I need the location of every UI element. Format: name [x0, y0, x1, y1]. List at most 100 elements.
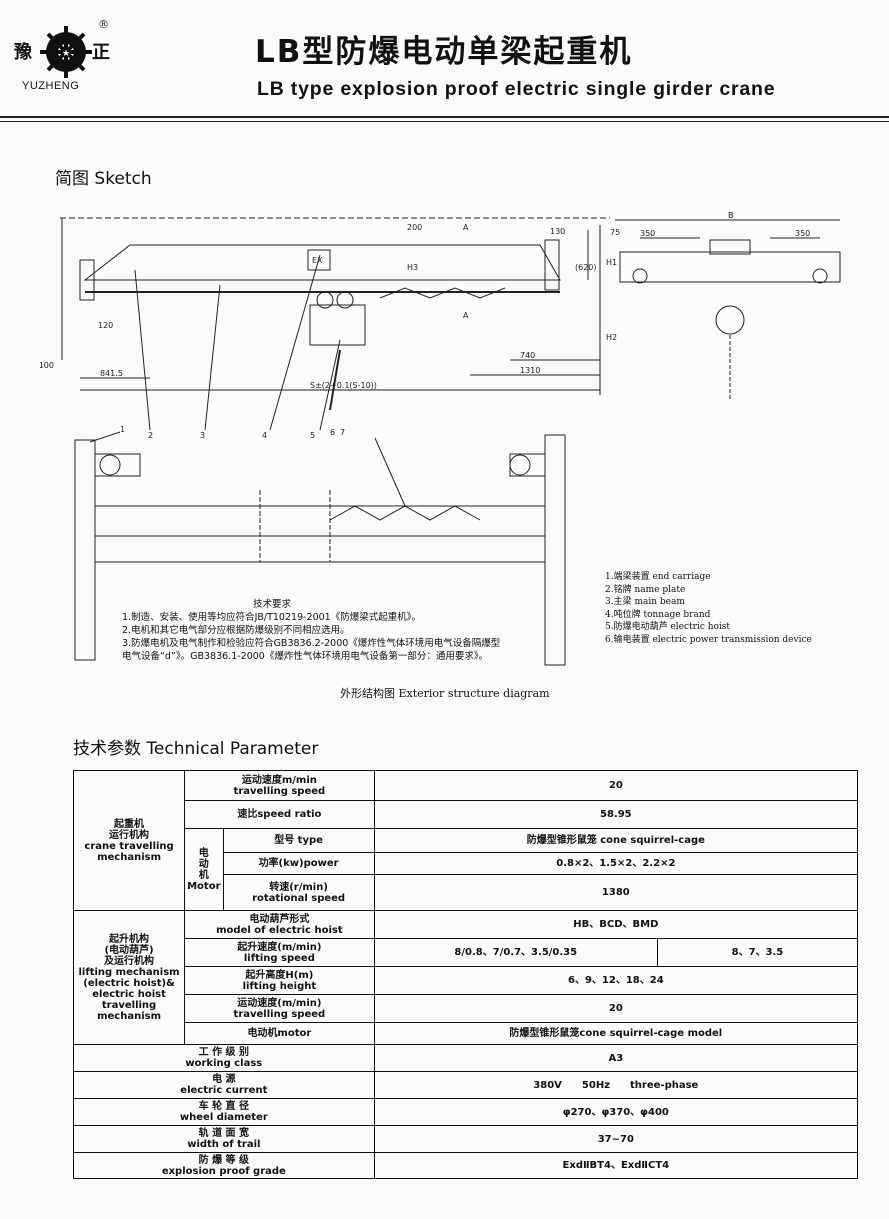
table-cell-text: 起升速度(m/min)	[237, 941, 322, 953]
table-cell-text: 58.95	[373, 800, 859, 829]
table-cell: 起升高度H(m)lifting height	[184, 966, 375, 995]
table-cell-text: 380V 50Hz three-phase	[373, 1071, 859, 1099]
table-cell-text: 起重机	[114, 818, 145, 830]
table-cell-text: (electric hoist)&	[83, 977, 175, 989]
section-a-bottom: A	[463, 311, 469, 320]
registered-mark: ®	[98, 18, 109, 31]
requirements-title: 技术要求	[252, 599, 291, 610]
sketch-heading: 简图 Sketch	[55, 169, 152, 189]
table-cell-text: mechanism	[97, 851, 161, 863]
table-cell-text: crane travelling	[84, 840, 174, 852]
table-cell-text: 动	[198, 858, 209, 870]
table-cell-text: travelling speed	[233, 785, 326, 797]
dim-b: B	[728, 211, 734, 220]
legend-item: 3.主梁 main beam	[605, 597, 685, 607]
callout-7: 7	[340, 428, 345, 437]
dim-740: 740	[520, 351, 535, 360]
table-cell-text: rotational speed	[252, 892, 346, 904]
table-cell-text: (电动葫芦)	[104, 944, 154, 956]
table-cell-text: 8/0.8、7/0.7、3.5/0.35	[373, 938, 658, 967]
table-cell-text: 运动速度m/min	[241, 774, 317, 786]
section-a-top: A	[463, 223, 469, 232]
ex-plate-label: EX	[312, 256, 323, 265]
table-cell-text: 工 作 级 别	[198, 1047, 250, 1058]
parts-legend: 1.端梁装置 end carriage 2.铭牌 name plate 3.主梁…	[605, 571, 812, 646]
title-chinese: LB型防爆电动单梁起重机	[255, 34, 633, 70]
table-cell-text: 8、7、3.5	[656, 938, 859, 967]
dim-75: 75	[610, 228, 620, 237]
table-cell-text: lifting height	[242, 980, 317, 992]
table-cell: 起升速度(m/min)lifting speed	[184, 938, 375, 967]
table-cell-text: 运动速度(m/min)	[237, 997, 322, 1009]
table-cell-text: electric hoist	[92, 988, 166, 1000]
table-cell-text: 20	[373, 770, 859, 801]
callout-1: 1	[120, 425, 125, 434]
table-cell-text: ExdⅡBT4、ExdⅡCT4	[373, 1152, 859, 1179]
requirement-item: 1.制造、安装、使用等均应符合JB/T10219-2001《防爆梁式起重机》。	[122, 612, 421, 623]
header-divider-thin	[0, 121, 889, 122]
table-cell-text: travelling speed	[233, 1008, 326, 1020]
requirement-item: 2.电机和其它电气部分应根据防爆级别不同相应选用。	[122, 625, 350, 636]
table-cell-text: φ270、φ370、φ400	[373, 1098, 859, 1126]
legend-item: 5.防爆电动葫芦 electric hoist	[605, 622, 731, 632]
callout-4: 4	[262, 431, 267, 440]
table-cell-text: electric current	[180, 1085, 268, 1096]
dim-h2: H2	[606, 333, 617, 342]
table-cell: 转速(r/min)rotational speed	[222, 874, 375, 911]
table-cell-text: 速比speed ratio	[184, 800, 375, 829]
table-cell-text: 车 轮 直 径	[198, 1101, 250, 1112]
table-cell-text: 防爆型锥形鼠笼cone squirrel-cage model	[373, 1022, 859, 1045]
requirement-item: 3.防爆电机及电气制作和检验应符合GB3836.2-2000《爆炸性气体环境用电…	[122, 638, 501, 649]
table-cell-text: 轨 道 面 宽	[198, 1128, 250, 1139]
table-cell-text: Motor	[187, 880, 221, 892]
title-english: LB type explosion proof electric single …	[257, 78, 776, 100]
logo-char-right: 正	[92, 42, 110, 63]
legend-item: 2.铭牌 name plate	[605, 584, 686, 595]
dim-350-right: 350	[795, 229, 810, 238]
svg-text:★: ★	[62, 49, 70, 59]
table-cell-text: lifting mechanism	[78, 966, 180, 978]
table-cell-text: 电动机motor	[184, 1022, 375, 1045]
table-cell-text: A3	[373, 1044, 859, 1072]
table-cell-text: model of electric hoist	[216, 924, 343, 936]
crane-sketch-drawing: EX 200 H3 130 A A (620) H1 H2 75 B 350 3…	[40, 211, 841, 666]
dim-130: 130	[550, 227, 565, 236]
legend-item: 1.端梁装置 end carriage	[605, 572, 711, 582]
diagram-caption: 外形结构图 Exterior structure diagram	[340, 687, 550, 700]
callout-2: 2	[148, 431, 153, 440]
callout-6: 6	[330, 428, 335, 437]
table-cell-text: 37~70	[373, 1125, 859, 1153]
header-divider	[0, 116, 889, 118]
table-cell-text: 电 源	[212, 1074, 236, 1085]
table-cell-text: 防爆型锥形鼠笼 cone squirrel-cage	[373, 828, 859, 853]
parameters-heading: 技术参数 Technical Parameter	[73, 739, 319, 759]
table-cell-text: working class	[185, 1058, 263, 1069]
table-cell-text: 起升高度H(m)	[245, 969, 314, 981]
dim-620: (620)	[575, 263, 597, 272]
dim-100: ≥100	[40, 361, 54, 370]
table-cell-text: 型号 type	[222, 828, 375, 853]
logo-brand: YUZHENG	[22, 80, 80, 92]
callout-3: 3	[200, 431, 205, 440]
table-cell-text: lifting speed	[243, 952, 315, 964]
dim-h1: H1	[606, 258, 617, 267]
table-cell-text: 0.8×2、1.5×2、2.2×2	[373, 852, 859, 875]
